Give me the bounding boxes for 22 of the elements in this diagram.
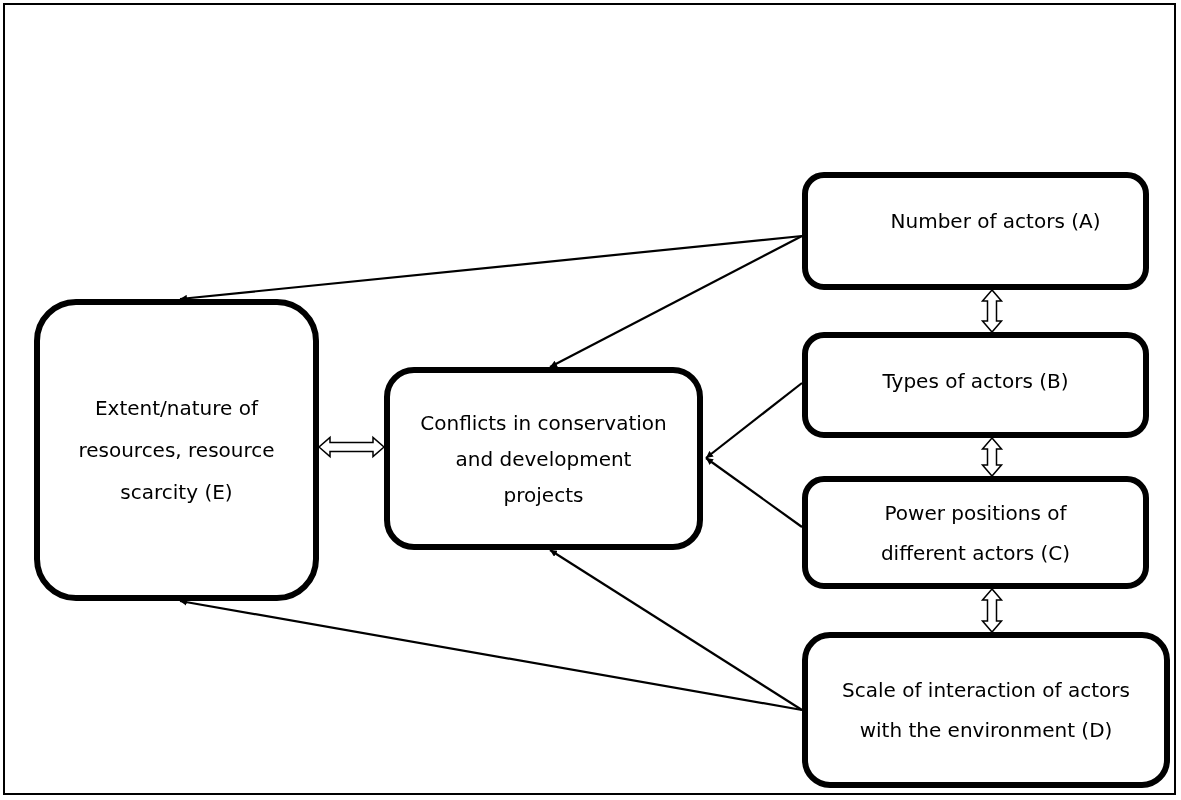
arrow [705,382,803,459]
arrow [705,457,803,528]
rounded-box [802,172,1149,290]
rounded-box [802,632,1170,788]
double-arrow [980,587,1004,634]
arrow [549,549,803,711]
rounded-box [802,332,1149,438]
arrow [179,234,803,302]
box-label: Power positions of different actors (C) [879,499,1072,567]
box-label: Conflicts in conservation and development projects [419,409,668,509]
rounded-box [802,476,1149,589]
box-label: Scale of interaction of actors with the environment (D) [841,677,1131,744]
double-arrow [317,435,386,459]
rounded-box [34,299,319,601]
arrow [549,235,803,368]
arrow [179,598,803,712]
box-label: Number of actors (A) [889,208,1101,235]
rounded-box [384,367,703,550]
double-arrow [980,436,1004,478]
box-label: Types of actors (B) [882,368,1069,395]
box-label: Extent/nature of resources, resource scarcity (E) [77,395,276,506]
double-arrow [980,288,1004,334]
